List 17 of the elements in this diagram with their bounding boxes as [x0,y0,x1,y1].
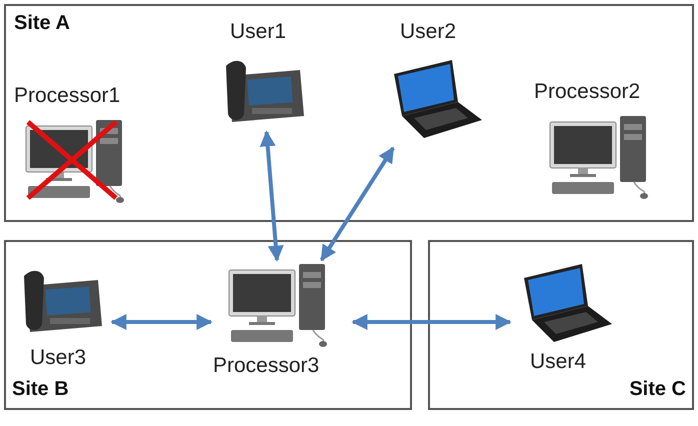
site-box [428,240,694,410]
device-label: Processor1 [14,84,120,108]
site-box [4,240,412,410]
device-label: Processor2 [534,80,640,104]
arrow [110,314,213,330]
device-label: Processor3 [213,354,320,378]
arrow [320,146,395,262]
device-label: User3 [30,346,86,370]
device-label: User2 [400,20,456,44]
site-title: Site B [12,378,69,401]
site-box [4,4,694,222]
site-title: Site A [14,12,70,35]
site-title: Site C [629,378,686,401]
arrow [260,130,284,262]
arrow [351,314,512,330]
device-label: User4 [530,350,586,374]
device-label: User1 [230,20,286,44]
